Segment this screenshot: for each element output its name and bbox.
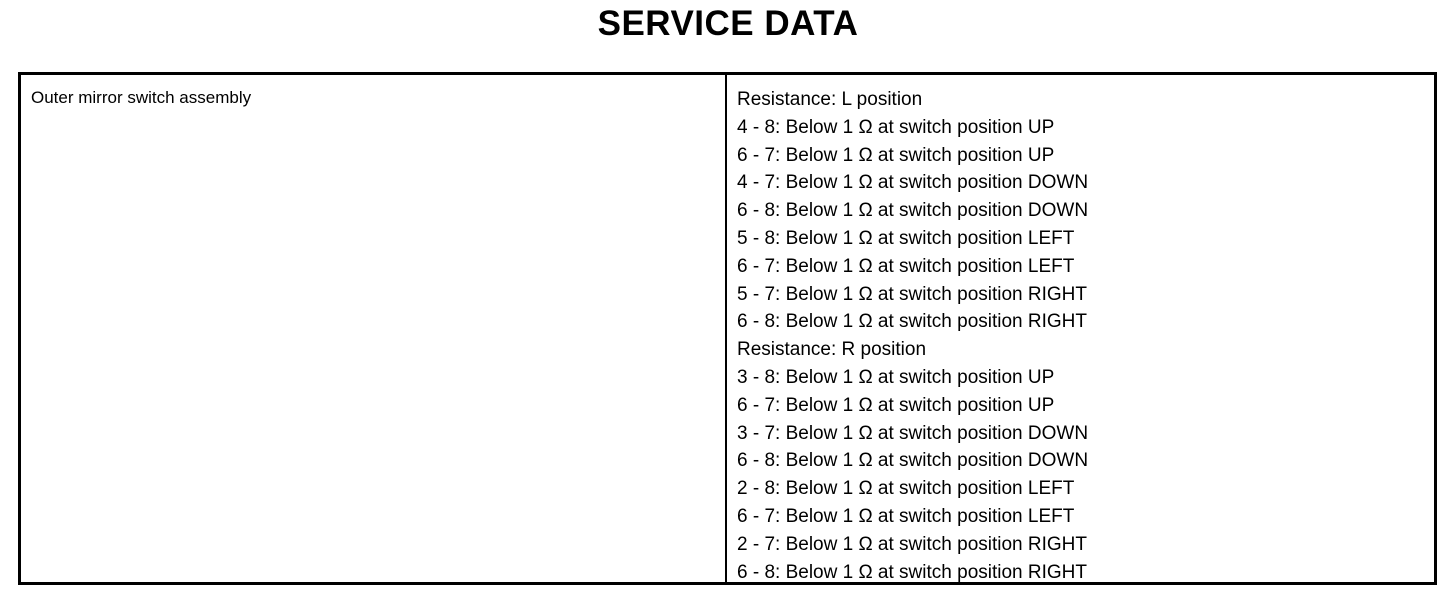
spec-line: 6 - 8: Below 1 Ω at switch position DOWN	[737, 200, 1089, 222]
section-heading-r-position: Resistance: R position	[737, 339, 927, 361]
spec-line: 6 - 7: Below 1 Ω at switch position UP	[737, 394, 1055, 416]
spec-line: 6 - 7: Below 1 Ω at switch position LEFT	[737, 255, 1075, 277]
spec-line: 2 - 7: Below 1 Ω at switch position RIGH…	[737, 533, 1087, 555]
spec-line: 6 - 8: Below 1 Ω at switch position RIGH…	[737, 561, 1087, 583]
spec-line: 5 - 7: Below 1 Ω at switch position RIGH…	[737, 283, 1087, 305]
table-cell-component: Outer mirror switch assembly	[21, 75, 725, 582]
spec-line: 4 - 7: Below 1 Ω at switch position DOWN	[737, 172, 1089, 194]
spec-line: 3 - 7: Below 1 Ω at switch position DOWN	[737, 422, 1089, 444]
spec-line: 5 - 8: Below 1 Ω at switch position LEFT	[737, 227, 1075, 249]
spec-line: 4 - 8: Below 1 Ω at switch position UP	[737, 116, 1055, 138]
spec-line: 6 - 8: Below 1 Ω at switch position RIGH…	[737, 311, 1087, 333]
column-divider	[725, 75, 727, 582]
spec-line: 6 - 7: Below 1 Ω at switch position LEFT	[737, 505, 1075, 527]
spec-line: 6 - 7: Below 1 Ω at switch position UP	[737, 144, 1055, 166]
component-name-label: Outer mirror switch assembly	[31, 88, 252, 107]
spec-line: 6 - 8: Below 1 Ω at switch position DOWN	[737, 450, 1089, 472]
service-data-table: Outer mirror switch assembly Resistance:…	[18, 72, 1437, 585]
spec-line: 2 - 8: Below 1 Ω at switch position LEFT	[737, 478, 1075, 500]
table-cell-specifications: Resistance: L position 4 - 8: Below 1 Ω …	[727, 75, 1434, 583]
spec-line: 3 - 8: Below 1 Ω at switch position UP	[737, 366, 1055, 388]
page-title: SERVICE DATA	[597, 4, 859, 43]
specification-list: Resistance: L position 4 - 8: Below 1 Ω …	[737, 86, 1434, 586]
section-heading-l-position: Resistance: L position	[737, 89, 923, 110]
